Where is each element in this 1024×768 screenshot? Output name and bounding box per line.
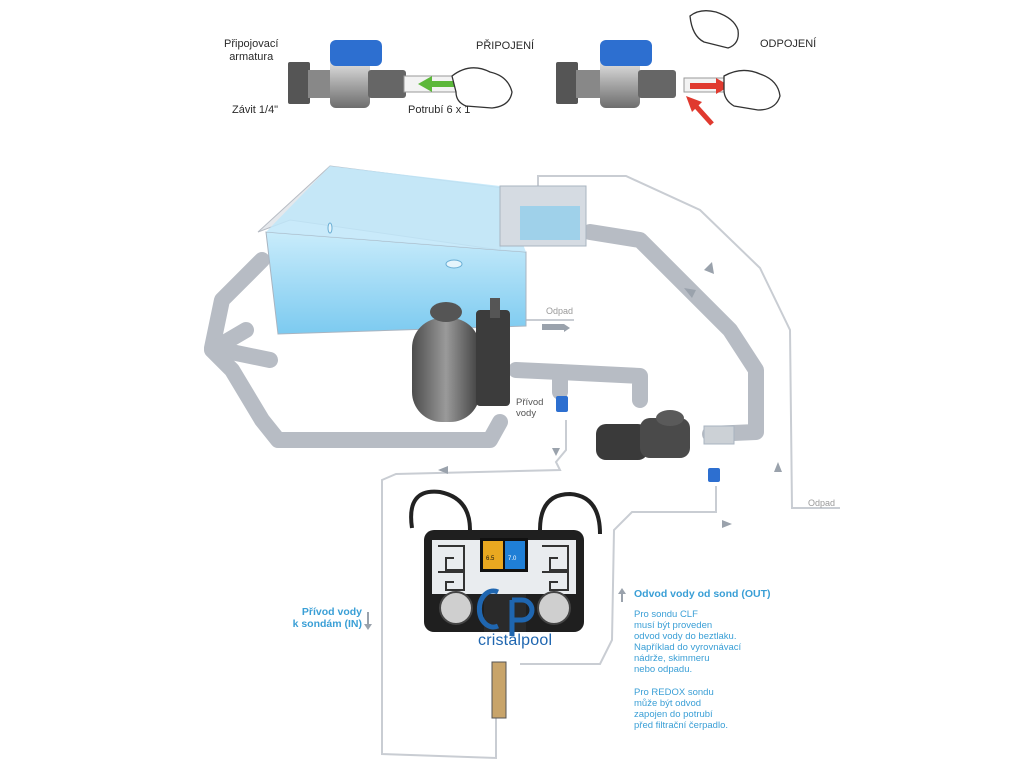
- pump-motor: [596, 424, 648, 460]
- inlet-nozzle: [327, 222, 333, 234]
- arrow-head-icon: [716, 78, 730, 94]
- return-nozzle: [445, 259, 463, 269]
- pump-lid: [656, 410, 684, 426]
- label-line: Přívod: [516, 397, 544, 408]
- flow-arrow-icon: [552, 448, 560, 456]
- note-line: Pro REDOX sondu: [634, 687, 714, 698]
- nut-part: [576, 70, 604, 98]
- flow-arrow-icon: [684, 288, 696, 298]
- flow-arrow-icon: [704, 262, 714, 274]
- pool: [257, 165, 587, 335]
- probe-out-label: Odvod vody od sond (OUT): [634, 588, 771, 600]
- valve-stem: [490, 298, 500, 318]
- display-left-value: 6.5: [486, 556, 495, 562]
- pipe: [582, 224, 764, 442]
- pipe-label: Potrubí 6 x 1: [408, 104, 471, 116]
- fitting-disconnect-illustration: [556, 10, 781, 126]
- pipe: [204, 322, 508, 448]
- valve-body: [600, 58, 640, 108]
- return-line: [537, 175, 840, 509]
- note-line: zapojen do potrubí: [634, 708, 713, 720]
- cristalpool-logo: [476, 588, 535, 636]
- connect-fitting-label: Připojovací armatura: [224, 38, 278, 63]
- flow-arrow-icon: [564, 324, 570, 332]
- redox-note: Pro REDOX sondu může být odvod zapojen d…: [634, 687, 728, 732]
- valve-body: [330, 58, 370, 108]
- flow-arrow-icon: [774, 462, 782, 472]
- note-line: musí být proveden: [634, 619, 713, 631]
- pipe: [204, 252, 278, 368]
- quick-connector: [368, 70, 406, 98]
- note-line: může být odvod: [634, 697, 702, 709]
- water-supply-label: Přívod vody: [516, 397, 544, 420]
- waste-label-right: Odpad: [808, 498, 836, 508]
- filter-tank: [412, 318, 480, 422]
- logo-p: [509, 597, 535, 636]
- label-line: vody: [516, 407, 537, 419]
- logo-c: [476, 588, 500, 630]
- greek-pattern-icon: [438, 545, 569, 591]
- thread-label: Závit 1/4": [232, 104, 279, 116]
- down-arrow-head-icon: [364, 624, 372, 630]
- cable: [409, 489, 472, 531]
- arrow-head-icon: [418, 76, 432, 92]
- note-line: odvod vody do beztlaku.: [634, 630, 737, 642]
- peristaltic-pump-right: [537, 591, 571, 625]
- thin-lines: [381, 175, 840, 760]
- pipe: [508, 362, 648, 408]
- flow-arrow-shaft: [542, 324, 564, 330]
- connect-label: PŘIPOJENÍ: [476, 40, 535, 52]
- label-line: k sondám (IN): [292, 618, 362, 631]
- hand-icon: [723, 69, 781, 111]
- flow-arrow-icon: [722, 520, 732, 528]
- probe-chamber: [491, 661, 507, 719]
- thread-part: [556, 62, 578, 104]
- watermark-text: cristalpool: [478, 632, 553, 649]
- cable: [538, 491, 602, 535]
- note-line: Například do vyrovnávací: [634, 641, 742, 653]
- note-line: nebo odpadu.: [634, 663, 693, 675]
- peristaltic-pump-left: [439, 591, 473, 625]
- label-line: Přívod vody: [301, 606, 362, 618]
- thread-part: [288, 62, 310, 104]
- display-right: [505, 541, 525, 569]
- waste-label-top: Odpad: [546, 306, 574, 316]
- label-line: armatura: [229, 50, 274, 63]
- skimmer-water: [520, 206, 580, 240]
- pump: [596, 410, 735, 482]
- arrow-red-icon: [692, 102, 714, 126]
- disconnect-label: ODPOJENÍ: [760, 38, 817, 50]
- probe-in-label: Přívod vody k sondám (IN): [286, 606, 362, 630]
- valve-handle: [600, 40, 652, 66]
- fitting-connect-illustration: [288, 40, 513, 109]
- pipework: [204, 224, 764, 448]
- display-right-value: 7.0: [508, 556, 517, 562]
- hand-icon: [689, 10, 739, 49]
- dosing-device: [409, 489, 602, 719]
- arrow-head-icon: [686, 96, 702, 112]
- multiport-valve: [476, 310, 510, 406]
- pump-body: [640, 418, 690, 458]
- valve-handle: [330, 40, 382, 66]
- note-line: Pro sondu CLF: [634, 609, 698, 620]
- clf-note: Pro sondu CLF musí být proveden odvod vo…: [634, 609, 742, 676]
- note-line: před filtrační čerpadlo.: [634, 719, 728, 731]
- label-line: Připojovací: [224, 38, 279, 50]
- filter-lid: [430, 302, 462, 322]
- up-arrow-head-icon: [618, 588, 626, 594]
- flow-arrow-icon: [438, 466, 448, 474]
- tee-fitting: [703, 425, 735, 445]
- probe-in-line: [381, 420, 567, 760]
- supply-valve: [556, 396, 568, 412]
- probe-out-line: [520, 486, 717, 665]
- sample-valve: [708, 468, 720, 482]
- flow-arrows: [438, 262, 782, 528]
- hand-icon: [451, 67, 513, 109]
- note-line: nádrže, skimmeru: [634, 652, 710, 664]
- quick-connector: [638, 70, 676, 98]
- sand-filter: [412, 298, 510, 422]
- display-left: [483, 541, 503, 569]
